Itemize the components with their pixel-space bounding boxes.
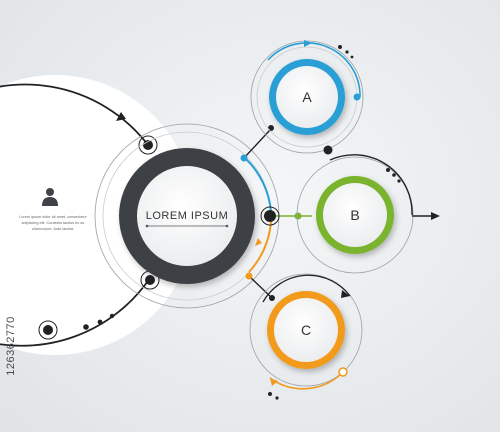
person-icon (42, 188, 58, 206)
hub-arc-a (244, 157, 272, 213)
node-c-orbit (249, 273, 363, 387)
hub-title: LOREM IPSUM (146, 210, 229, 222)
arrow-icon (431, 212, 440, 220)
hub-title-dot (145, 224, 149, 228)
node-b-orbit (296, 156, 414, 274)
info-text-line2: adipiscing elit. Curabitur tacitus eu ac (22, 221, 85, 225)
info-text-line3: ullamcorper. Aute lacinia. (32, 227, 74, 231)
connector-dot-b (294, 212, 302, 220)
node-b-dots (386, 168, 401, 183)
node-b-disc (323, 183, 387, 247)
hub-arc-c (248, 221, 272, 273)
node-b-arc (329, 154, 413, 216)
node-a-disc (276, 66, 338, 128)
node-a-dots (338, 45, 354, 59)
node-a[interactable]: A (269, 59, 345, 135)
connector-dot-c-end (269, 295, 275, 301)
node-a-orbit (250, 40, 364, 154)
node-c-arc-bottom (269, 371, 344, 390)
node-c-label: C (301, 322, 311, 338)
arrow-icon (116, 112, 126, 121)
central-hub: LOREM IPSUM (119, 148, 255, 284)
hub-title-dot (225, 224, 229, 228)
arrow-icon (270, 378, 278, 386)
arrow-icon (304, 40, 312, 47)
node-a-dot (353, 93, 361, 101)
hub-node-b (264, 210, 276, 222)
connector-dot-c (245, 272, 253, 280)
node-c-arc-top (262, 274, 351, 303)
stock-id-label: 126362770 (5, 316, 17, 376)
orbit-dots (43, 140, 155, 335)
node-c-disc (274, 298, 338, 362)
connector-dot-a (240, 154, 248, 162)
node-b[interactable]: B (316, 176, 394, 254)
node-a-arc (267, 42, 361, 98)
node-c-ring-dot (338, 367, 348, 377)
arrow-icon (341, 290, 350, 298)
node-a-label: A (302, 89, 312, 105)
connector-dot-a-end (268, 125, 274, 131)
node-b-top-node (323, 145, 333, 155)
orbit-node-ring (138, 135, 158, 155)
node-b-label: B (350, 207, 359, 223)
orbit-node-ring (38, 320, 58, 340)
hub-white-disc (137, 166, 237, 266)
info-text-line1: Lorem ipsum dolor sit amet, consectetur (19, 215, 87, 219)
arrow-icon (255, 238, 262, 246)
node-c-dots (268, 392, 279, 400)
node-c[interactable]: C (267, 291, 345, 369)
orbit-arc-top (0, 83, 149, 146)
hub-node-b-ring (260, 206, 280, 226)
orbit-arc-bottom (0, 277, 151, 347)
